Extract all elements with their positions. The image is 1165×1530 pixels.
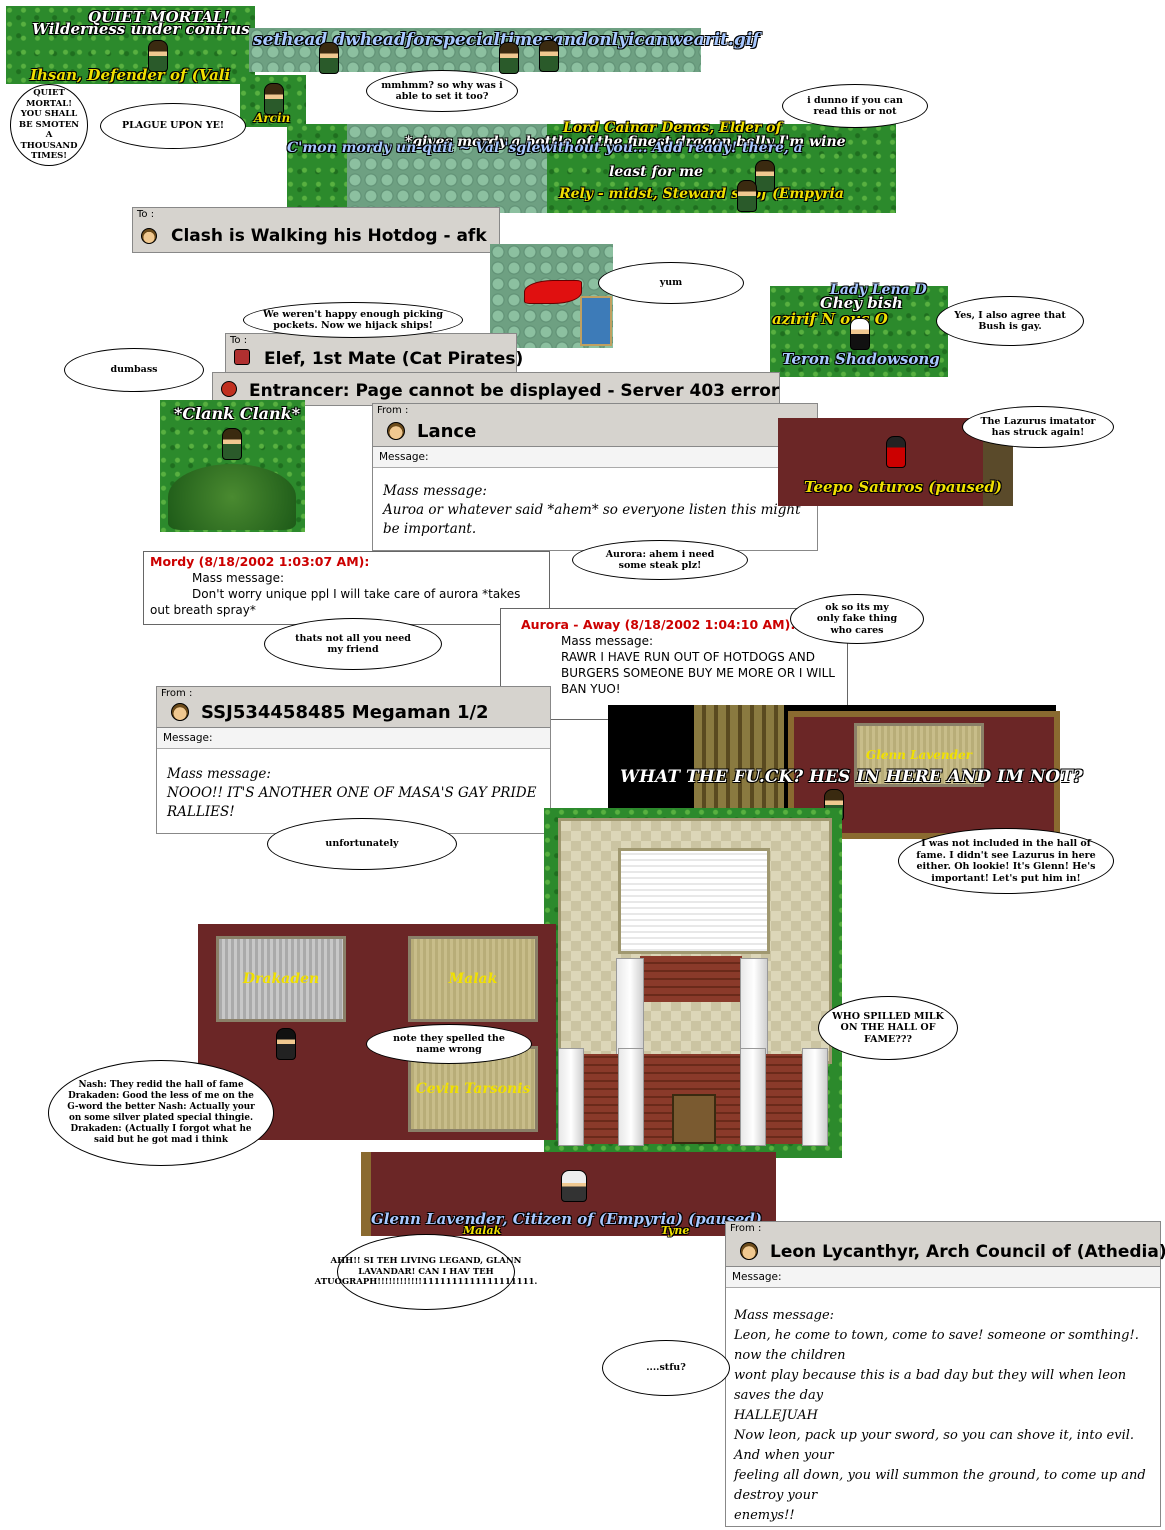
scene-text: azirif N ous O [772,310,888,328]
avatar-icon [221,381,237,397]
cat-avatar-icon [234,349,250,365]
avatar-icon [387,422,405,440]
scene-text: Ghey bish [820,294,903,312]
avatar-icon [141,228,157,244]
character-sprite [850,318,870,350]
bush-icon [168,464,296,530]
speech-bubble: mmhmm? so why was i able to set it too? [366,70,518,112]
avatar-icon [740,1242,758,1260]
message-label: Message: [157,728,550,749]
speech-bubble: WHO SPILLED MILK ON THE HALL OF FAME??? [818,996,958,1060]
to-label: To : [230,335,248,346]
scene-panel-teron: Lady Lena D Ghey bish azirif N ous O Ter… [770,282,948,377]
scene-panel-small: Arcin [240,75,306,127]
message-body[interactable]: Mass message: Leon, he come to town, com… [734,1308,1146,1523]
speech-bubble: Nash: They redid the hall of fame Drakad… [48,1060,274,1166]
speech-bubble: dumbass [64,348,204,392]
speech-bubble: AHH!! SI TEH LIVING LEGAND, GLANN LAVAND… [315,1234,537,1310]
character-sprite [886,436,906,468]
scene-text: *gives mordy a bottle of the finest drag… [405,134,846,150]
scene-text: QUIET MORTAL! [88,8,230,26]
scene-text: least for me [609,164,703,180]
character-sprite [499,42,519,74]
log-sender: Mordy (8/18/2002 1:03:07 AM): [150,554,370,569]
status-bar-entrancer: Entrancer: Page cannot be displayed - Se… [212,372,780,406]
from-label: From : [730,1223,762,1234]
speech-bubble: yum [598,262,744,304]
scene-text: C'mon mordy un-quit ~ Val 'sglewithout y… [287,140,803,156]
speech-bubble: unfortunately [267,818,457,870]
chat-log-mordy: Mordy (8/18/2002 1:03:07 AM): Mass messa… [143,551,550,625]
message-body[interactable]: Mass message: NOOO!! IT'S ANOTHER ONE OF… [167,766,537,820]
to-bar-elef: To : Elef, 1st Mate (Cat Pirates) [225,333,523,374]
scene-text: Malak [463,1224,502,1237]
scene-text: *Clank Clank* [174,404,301,423]
status-text: Entrancer: Page cannot be displayed - Se… [249,381,780,401]
scene-panel-clank: *Clank Clank* [160,400,305,532]
scene-text: Wilderness under contrus [32,20,250,38]
red-dragon-icon [524,280,582,304]
speech-bubble: Yes, I also agree that Bush is gay. [936,296,1084,346]
from-label: From : [161,688,193,699]
to-name: Clash is Walking his Hotdog - afk [171,226,487,246]
speech-bubble: PLAGUE UPON YE! [100,103,246,149]
scene-panel-sethead: sethead dwheadforspecialtimesandonlyican… [249,28,759,74]
from-label: From : [377,405,409,416]
message-label: Message: [726,1267,1160,1288]
scene-panel-glenn: Glenn Lavender, Citizen of (Empyria) (pa… [361,1152,776,1237]
scene-panel-dragon [490,244,613,348]
to-label: To : [137,209,155,220]
message-window-leon: From : Leon Lycanthyr, Arch Council of (… [725,1221,1165,1527]
character-sprite [276,1028,296,1060]
scene-text: Teron Shadowsong [782,350,940,368]
speech-bubble: I was not included in the hall of fame. … [898,828,1114,894]
speech-bubble: note they spelled the name wrong [366,1024,532,1064]
message-label: Message: [373,447,817,468]
sender-name: Lance [417,421,477,442]
character-sprite [319,42,339,74]
character-sprite [561,1170,587,1202]
plaque-glenn: Glenn Lavender [854,723,984,787]
speech-bubble: QUIET MORTAL! YOU SHALL BE SMOTEN A THOU… [10,84,88,166]
speech-bubble: The Lazurus imatator has struck again! [962,406,1114,448]
scene-text: Glenn Lavender, Citizen of (Empyria) (pa… [371,1210,762,1228]
scene-text: sethead dwheadforspecialtimesandonlyican… [253,30,760,50]
to-bar-clash: To : Clash is Walking his Hotdog - afk [132,207,500,253]
log-sender: Aurora - Away (8/18/2002 1:04:10 AM): [521,617,796,632]
speech-bubble: Aurora: ahem i need some steak plz! [572,540,748,580]
to-name: Elef, 1st Mate (Cat Pirates) [264,349,524,369]
scene-panel-hall-exterior [544,808,842,1158]
scene-text: Arcin [254,111,291,125]
speech-bubble: i dunno if you can read this or not [782,84,928,128]
speech-bubble: thats not all you need my friend [264,618,442,670]
message-window-lance: From : Lance Message: Mass message: Auro… [372,403,818,551]
plaque-malak: Malak [408,936,538,1022]
character-sprite [737,180,757,212]
sender-name: SSJ534458485 Megaman 1/2 [201,702,489,723]
scene-text: Lord Cainar Denas, Elder of [563,120,782,136]
character-sprite [148,40,168,72]
message-window-megaman: From : SSJ534458485 Megaman 1/2 Message:… [156,686,551,834]
sender-name: Leon Lycanthyr, Arch Council of (Athedia… [770,1242,1165,1262]
avatar-icon [171,703,189,721]
scene-text: Tyne [661,1224,690,1237]
scene-text: Ihsan, Defender of (Vali [30,66,231,84]
scene-text: WHAT THE FU.CK? HES IN HERE AND IM NOT? [620,767,1083,787]
scene-text: Teepo Saturos (paused) [804,478,1002,496]
speech-bubble: We weren't happy enough picking pockets.… [243,302,463,338]
character-sprite [264,83,284,115]
plaque-drakaden: Drakaden [216,936,346,1022]
message-body[interactable]: Mass message: Auroa or whatever said *ah… [383,483,801,537]
speech-bubble: ....stfu? [602,1340,730,1396]
character-sprite [222,428,242,460]
door-icon [672,1094,716,1144]
character-sprite [755,160,775,192]
scene-panel-wine: Lord Cainar Denas, Elder of *gives mordy… [287,120,896,213]
scene-panel-wilderness: QUIET MORTAL! Wilderness under contrus I… [6,6,255,84]
speech-bubble: ok so its my only fake thing who cares [790,594,924,644]
scene-text: Rely - midst, Steward ss of (Empyria [559,186,844,202]
character-sprite [539,40,559,72]
chat-log-aurora: Aurora - Away (8/18/2002 1:04:10 AM): Ma… [500,608,848,720]
scene-text: Lady Lena D [830,282,927,298]
